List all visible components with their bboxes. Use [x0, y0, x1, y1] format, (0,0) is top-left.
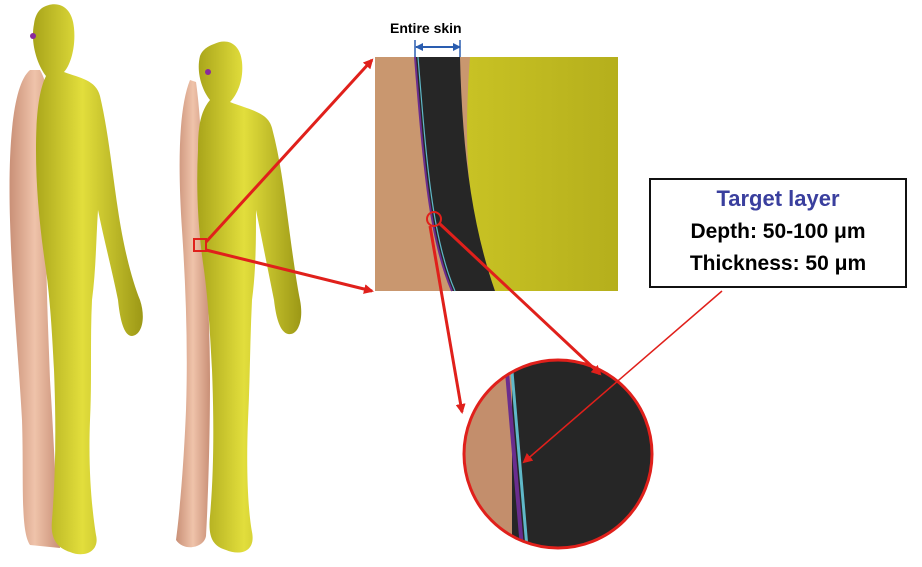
zoom-inset-circle [464, 360, 652, 548]
human-body-model-side [176, 41, 301, 552]
callout-thickness: Thickness: 50 μm [651, 252, 905, 276]
callout-title: Target layer [651, 186, 905, 212]
target-layer-callout: Target layer Depth: 50-100 μm Thickness:… [649, 178, 907, 288]
zoom-inset-panel [375, 57, 618, 291]
entire-skin-label: Entire skin [390, 20, 462, 36]
human-body-model-front [10, 4, 143, 554]
callout-depth: Depth: 50-100 μm [651, 220, 905, 244]
